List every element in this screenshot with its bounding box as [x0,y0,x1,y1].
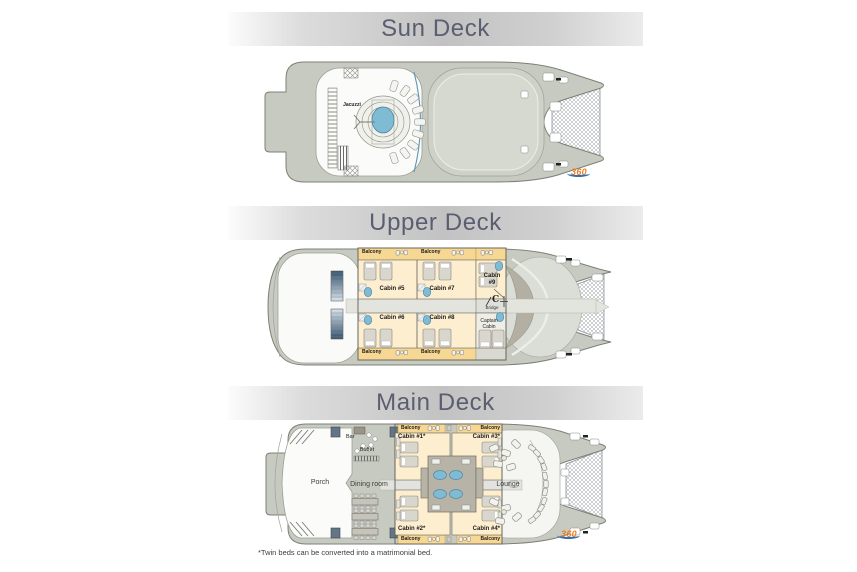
lounge-chairs [488,439,522,525]
logo-360: 360 [554,524,584,539]
corridor [345,298,599,314]
bar-label: Bar [346,434,355,440]
stern-fittings [555,255,604,359]
sun-deck-drawing [264,61,604,183]
logo-360: 360 [564,162,594,177]
jacuzzi-rail [353,114,375,130]
captain-cabin-label: Captain Cabin [480,318,498,330]
cabin-6-label: Cabin #6 [379,315,405,321]
sun-deck-title: Sun Deck [381,15,490,42]
main-deck-title: Main Deck [376,389,495,416]
balcony-label-tl: Balcony [401,424,421,431]
helm-compass-mark: C [492,295,500,305]
logo-360-swoosh [567,170,590,177]
cabin-1-label: Cabin #1* [398,434,426,440]
bridge-label: Bridge [485,305,499,310]
cabin-2-label: Cabin #2* [398,526,426,532]
porch-stairs-hatch [289,429,315,537]
upper-deck-title-bar: Upper Deck [228,206,643,240]
balcony-label-br: Balcony [480,535,500,542]
ladder [327,87,338,169]
upper-deck-plan: Balcony Balcony Balcony Balcony Cabin #5… [0,243,857,375]
upper-deck-title: Upper Deck [369,209,502,236]
balcony-label-br: Balcony [421,348,441,355]
porch-label: Porch [310,479,330,486]
stairs [330,270,344,340]
upper-deck-drawing [267,247,612,366]
stern-fittings [520,72,569,172]
sun-deck-title-bar: Sun Deck [228,12,643,46]
stern-bench [527,444,549,524]
aft-sun-pad-inner [433,73,539,171]
buffet-label: Buffet [359,447,375,453]
wall-lockers [330,426,400,539]
main-deck-plan: Porch Bar Buffet Dining room Lounge Cabi… [0,418,857,570]
bar [353,426,378,454]
cabin-8-label: Cabin #8 [429,315,455,321]
dining-tables [351,493,379,540]
jacuzzi [353,95,411,149]
main-deck-drawing [265,423,606,545]
hatch-table-top [343,67,359,79]
buffet-counter [353,455,380,462]
hatch-table-bottom [343,165,359,177]
sun-deck-plan: Jacuzzi 360 [0,58,857,190]
bow-step-line [272,256,281,358]
stern-walkway [595,299,610,315]
cabin-block [357,247,507,361]
logo-360-swoosh [557,532,580,539]
balcony-label-tr: Balcony [421,248,441,255]
cabin-7-label: Cabin #7 [429,286,455,292]
cabin-5-label: Cabin #5 [379,286,405,292]
bow-step-line [274,433,283,533]
cabin-9-label: Cabin #9 [483,273,501,286]
porch-area [281,427,353,539]
main-deck-title-bar: Main Deck [228,386,643,420]
footnote: *Twin beds can be converted into a matri… [258,548,433,557]
balcony-label-tr: Balcony [480,424,500,431]
balcony-label-bl: Balcony [401,535,421,542]
lounge-label: Lounge [496,481,520,488]
mat [337,145,349,171]
bathroom-core [420,455,484,513]
cabin-block [394,423,503,545]
balcony-label-bl: Balcony [362,348,382,355]
dining-room-label: Dining room [350,481,388,488]
cabin-4-label: Cabin #4* [472,526,500,532]
cabin-3-label: Cabin #3* [472,434,500,440]
jacuzzi-label: Jacuzzi [343,102,361,108]
balcony-label-tl: Balcony [362,248,382,255]
stern-fittings [560,432,600,536]
helm-mark [485,296,508,307]
sun-loungers [389,80,426,164]
